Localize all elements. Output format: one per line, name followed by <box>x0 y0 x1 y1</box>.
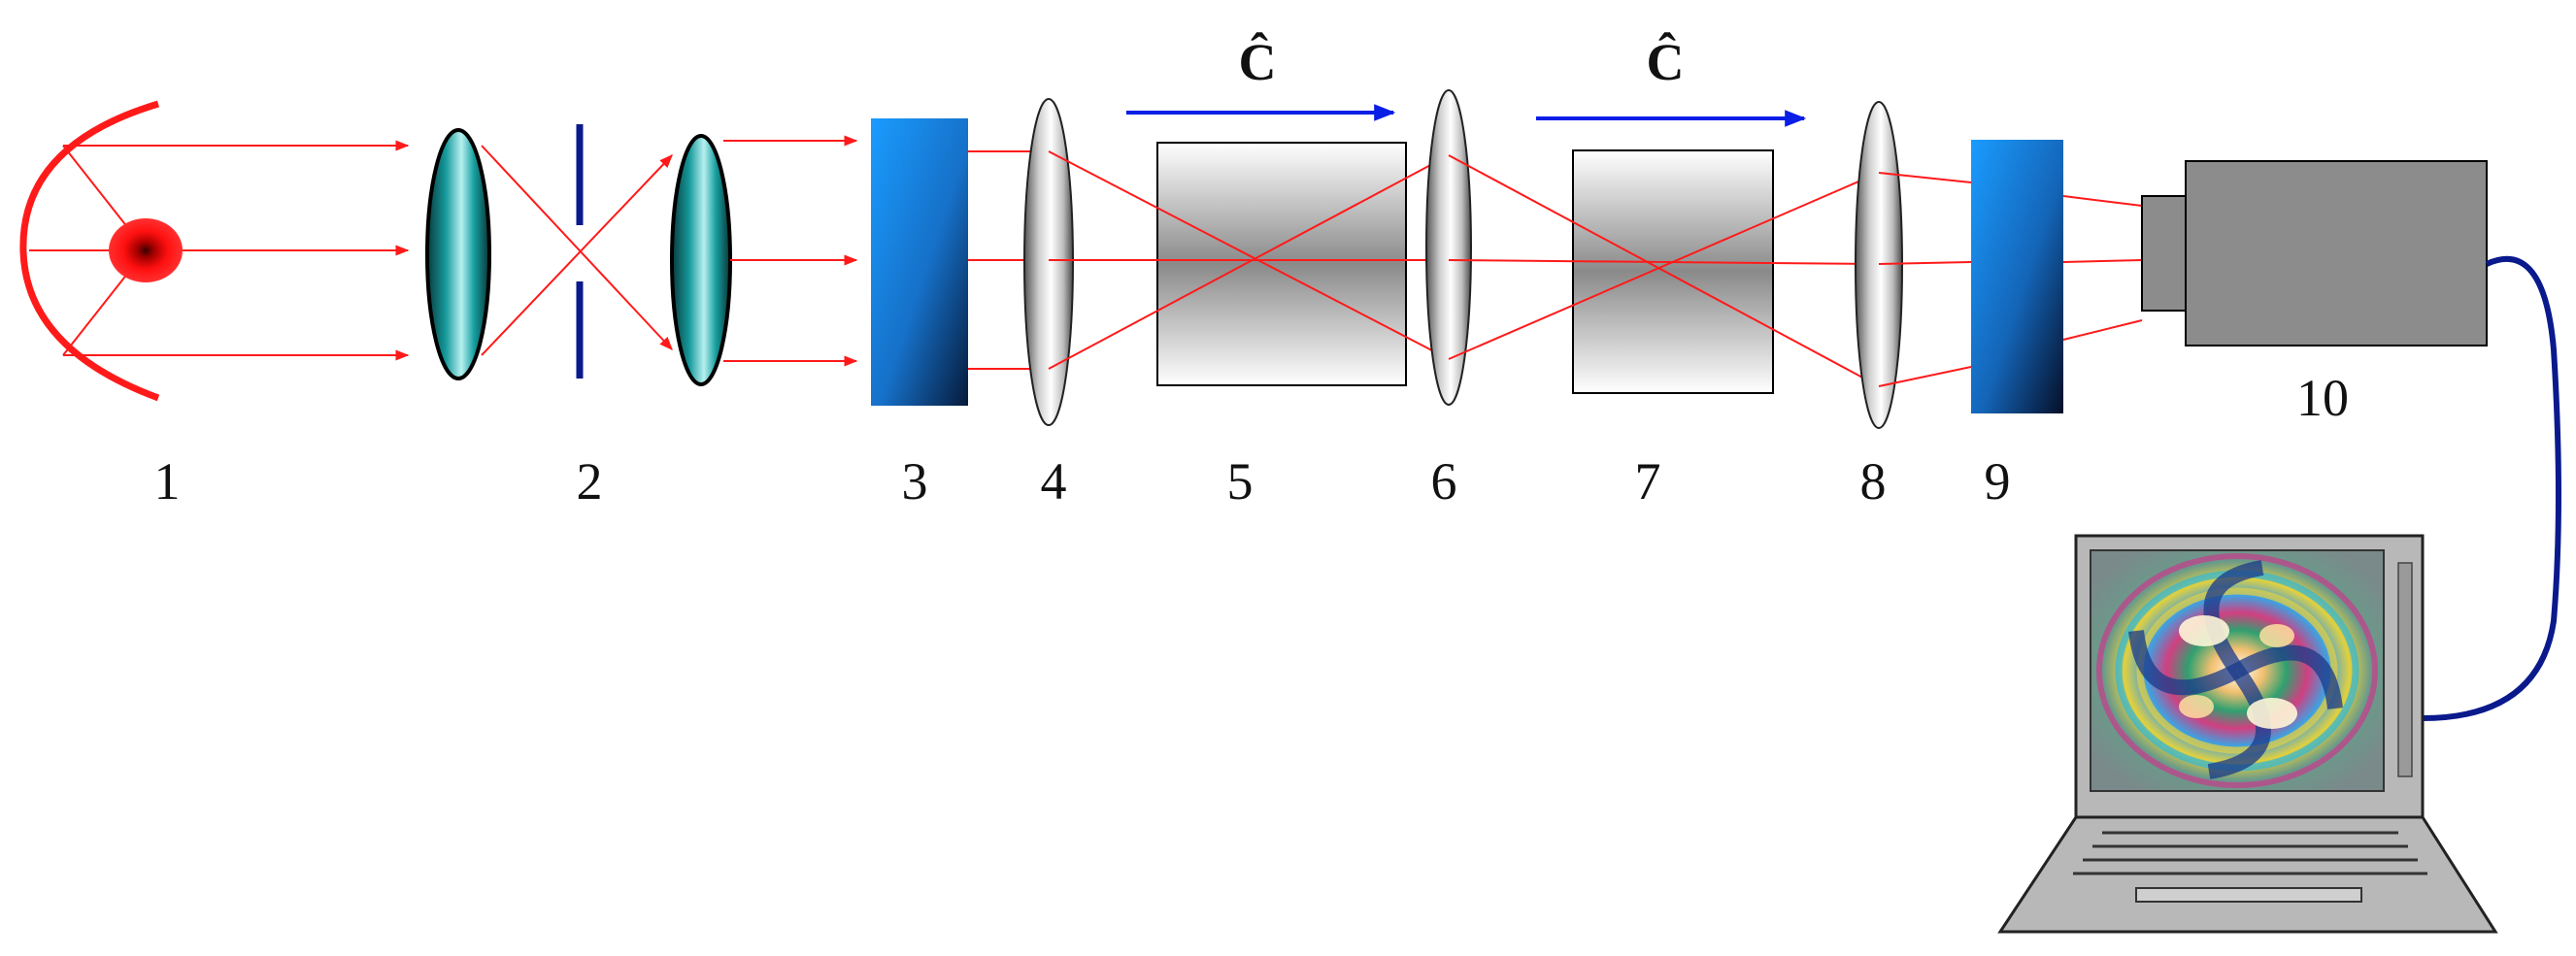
ray-line <box>1878 261 1972 265</box>
fringe-ring <box>2096 553 2378 788</box>
data-cable <box>2422 256 2561 721</box>
label-10: 10 <box>2296 369 2349 427</box>
ray-line <box>1048 150 1450 360</box>
ray-line <box>1448 172 1880 360</box>
reflector-mirror <box>19 100 160 402</box>
collimator-lens-right <box>670 134 732 386</box>
focusing-lens-4 <box>1023 98 1074 426</box>
isogyre-arm <box>2233 644 2343 710</box>
label-8: 8 <box>1860 452 1887 511</box>
collimator-lens-left <box>425 128 491 380</box>
laptop-computer-icon <box>1997 534 2498 934</box>
label-6: 6 <box>1431 452 1457 511</box>
bright-lobe <box>2179 695 2214 718</box>
camera-body <box>2185 160 2488 346</box>
label-3: 3 <box>902 452 928 511</box>
ray-line <box>1448 154 1880 387</box>
axis-label-2: Ĉ <box>1647 31 1685 91</box>
touchpad <box>2135 887 2362 903</box>
ray-line <box>2062 259 2143 263</box>
optic-axis-arrow-1: Ĉ <box>1126 31 1396 121</box>
ray-line <box>2062 195 2143 207</box>
bright-lobe <box>2179 615 2229 646</box>
label-2: 2 <box>577 452 603 511</box>
relay-lens-6 <box>1425 89 1472 406</box>
isogyre-arm <box>2128 629 2241 696</box>
crystal-7 <box>1572 149 1774 394</box>
bright-lobe <box>2247 698 2297 729</box>
bright-lobe <box>2259 624 2294 647</box>
beam-4-6 <box>1048 150 1450 370</box>
interference-pattern <box>2096 553 2378 788</box>
isogyre-arm <box>2207 666 2271 779</box>
crystal-5 <box>1156 142 1407 386</box>
label-1: 1 <box>154 452 181 511</box>
spatial-filter <box>425 124 858 386</box>
axis-label-1: Ĉ <box>1239 31 1277 91</box>
ray-line <box>481 153 673 356</box>
source-glow <box>109 218 183 282</box>
camera-lens-mount <box>2141 195 2187 312</box>
analyzer-filter <box>1971 140 2063 413</box>
ray-line <box>481 145 673 351</box>
beam-6-8 <box>1448 154 1880 387</box>
laptop-screen-edge <box>2397 562 2413 777</box>
collecting-lens-8 <box>1855 101 1903 429</box>
ray-line <box>1878 366 1972 387</box>
beam-8-9 <box>1878 172 1972 387</box>
label-9: 9 <box>1985 452 2011 511</box>
label-7: 7 <box>1635 452 1661 511</box>
ray-line <box>1048 154 1450 370</box>
isogyre-arm <box>2203 560 2264 676</box>
polarizer-filter <box>871 118 968 406</box>
ray-line <box>2062 319 2143 341</box>
ccd-camera-icon <box>2141 160 2488 346</box>
label-4: 4 <box>1041 452 1067 511</box>
light-source <box>19 100 410 402</box>
optic-axis-arrow-2: Ĉ <box>1536 31 1807 127</box>
label-5: 5 <box>1227 452 1254 511</box>
ray-line <box>1448 259 1880 265</box>
beam-9-10 <box>2062 195 2143 341</box>
ray-line <box>1878 172 1972 183</box>
